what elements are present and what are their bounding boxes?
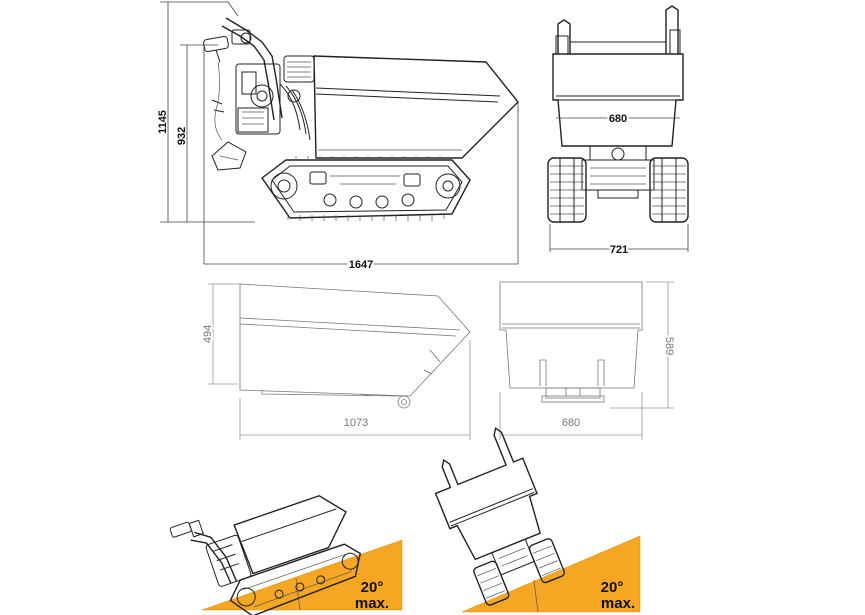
- side-bucket: [313, 55, 519, 159]
- dimension-height-handle: 932: [176, 44, 218, 222]
- slope-front-view: 20° max.: [434, 427, 641, 613]
- tipping-lever: [211, 141, 247, 171]
- track-treads: [287, 156, 445, 221]
- front-track-right: [649, 157, 689, 223]
- slope-wedge-right: [461, 535, 641, 613]
- dim-label-589: 589: [663, 337, 675, 355]
- bucket-front-outline: [499, 281, 643, 403]
- dim-label-721: 721: [610, 244, 628, 256]
- slope-angle-arc-right: [533, 579, 539, 613]
- dimension-bucket-front-width: 680: [499, 392, 643, 440]
- dim-label-494: 494: [202, 325, 214, 343]
- bucket-side-view: 494 1073: [200, 283, 471, 440]
- dimension-bucket-front-height: 589: [610, 281, 677, 409]
- dimension-length: 1647: [203, 45, 519, 273]
- dimension-bucket-length: 1073: [239, 340, 471, 440]
- side-view-dumper: 1145 932 1647: [157, 1, 519, 273]
- bucket-front-view: 589 680: [499, 281, 677, 440]
- front-view-dumper: 680 721: [547, 5, 689, 258]
- side-track: [261, 156, 471, 221]
- slope-machine-right: [434, 427, 566, 606]
- engine: [235, 55, 315, 141]
- front-handle: [555, 5, 681, 55]
- front-chassis: [581, 145, 655, 199]
- dim-label-1145: 1145: [157, 110, 169, 134]
- dim-label-680-bucket: 680: [562, 417, 580, 429]
- bucket-side-outline: [239, 283, 471, 409]
- dim-label-1647: 1647: [349, 259, 373, 271]
- slope-angle-arc-left: [295, 577, 301, 611]
- dimension-track-width: 721: [549, 224, 689, 258]
- slope-wedge-left: [201, 539, 403, 611]
- slope-side-view: 20° max.: [169, 494, 403, 615]
- dimension-bucket-width: 680: [556, 111, 680, 127]
- slope-angle-right: 20°: [601, 579, 624, 596]
- dim-label-1073: 1073: [344, 417, 368, 429]
- slope-machine-left: [169, 494, 362, 615]
- handle-assembly: [203, 17, 283, 141]
- slope-angle-left: 20°: [361, 579, 384, 596]
- dimension-height-total: 1145: [157, 1, 255, 223]
- dim-label-680: 680: [609, 113, 627, 125]
- dimension-bucket-height: 494: [200, 283, 240, 385]
- front-bucket: [552, 53, 684, 147]
- slope-label-left: max.: [355, 595, 389, 612]
- slope-label-right: max.: [601, 595, 635, 612]
- front-track-left: [547, 157, 587, 223]
- dim-label-932: 932: [176, 127, 188, 145]
